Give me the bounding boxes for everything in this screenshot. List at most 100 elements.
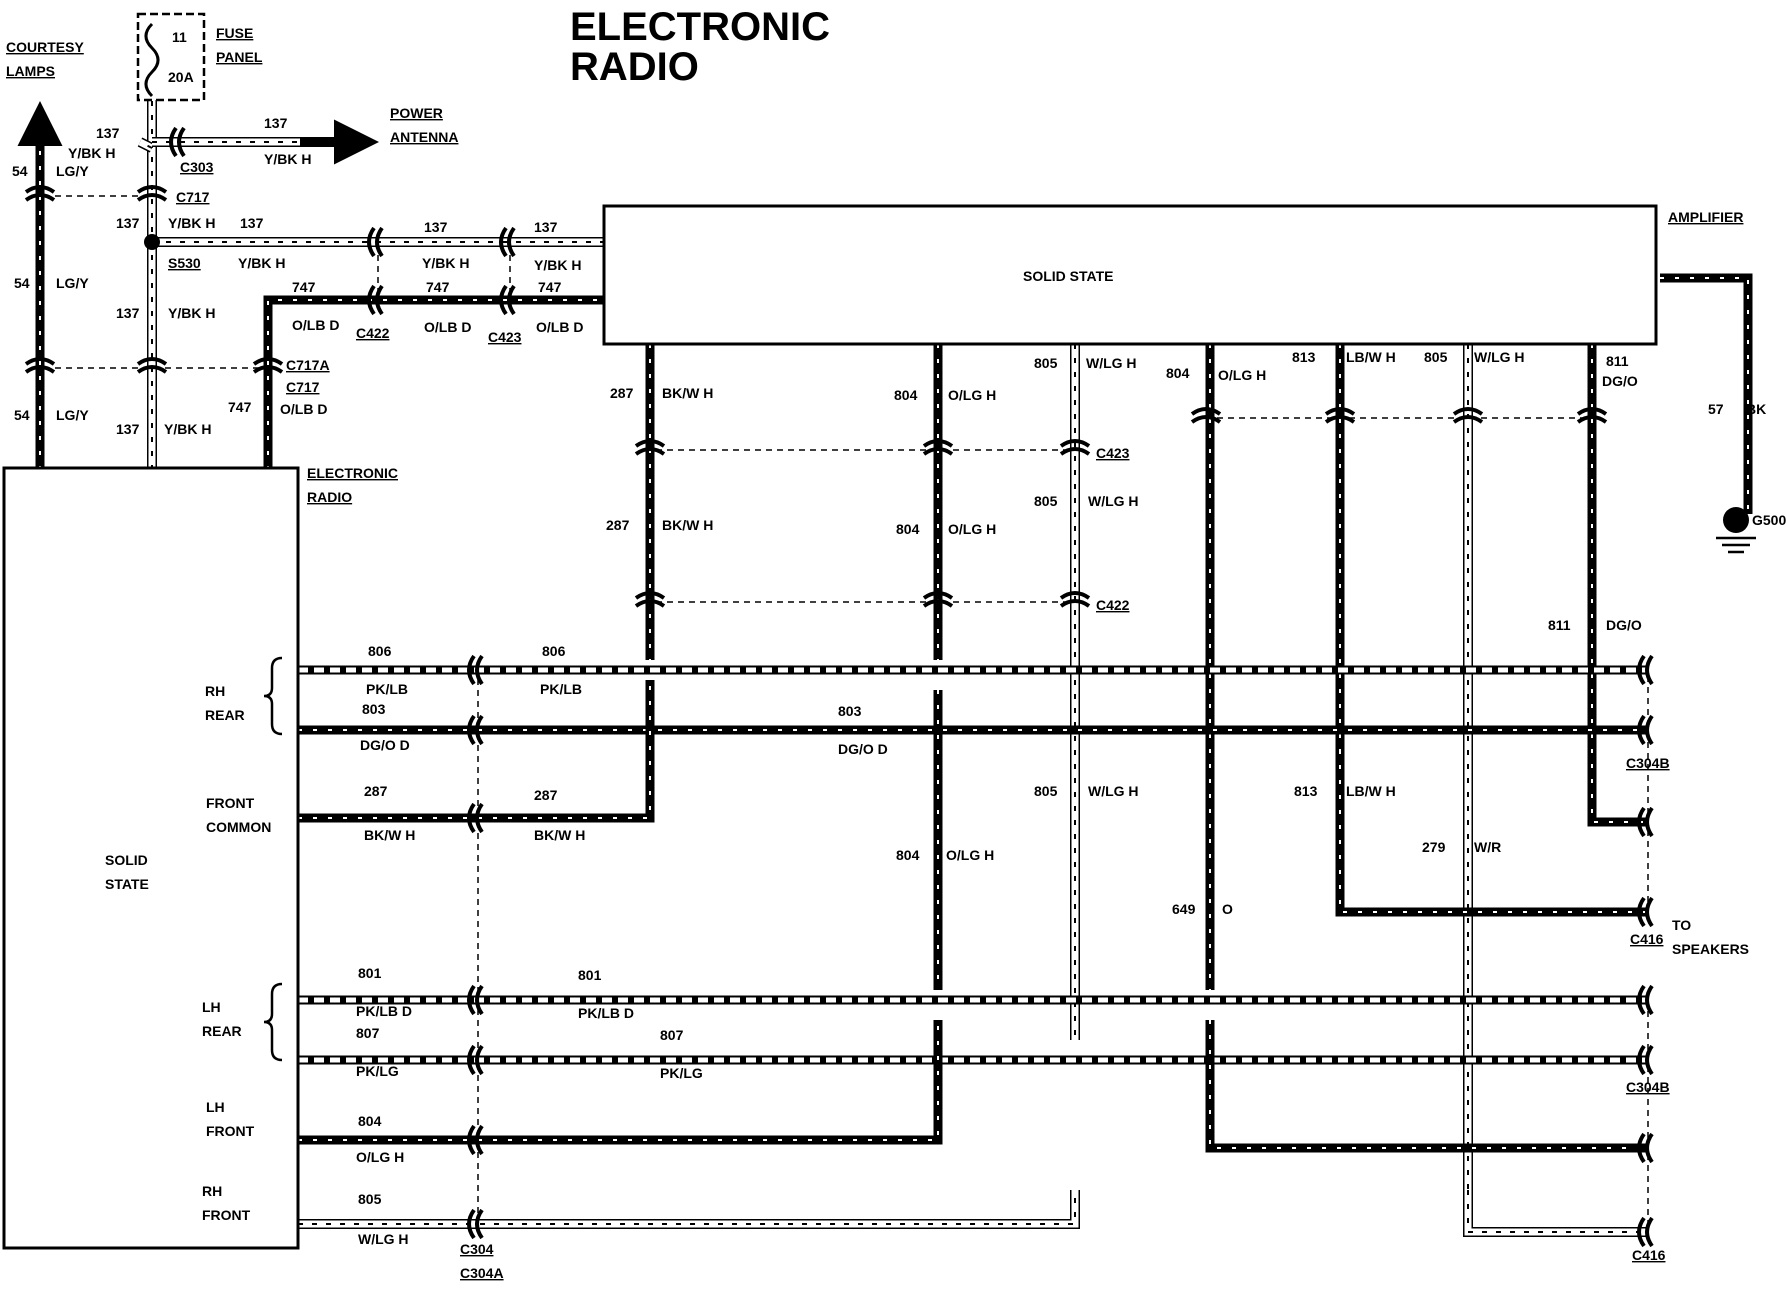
rh-front-label-2: FRONT (202, 1207, 251, 1223)
wire-number: 805 (1034, 493, 1058, 509)
connector-symbol-icon (467, 654, 484, 686)
connector-symbol-icon (1637, 1132, 1654, 1164)
wires-layer (17, 100, 1753, 1248)
connector-symbol-icon (1324, 407, 1356, 424)
wire (298, 1190, 1079, 1228)
wire-color: PK/LB D (356, 1003, 412, 1019)
wire-number: 806 (368, 643, 392, 659)
amplifier-box (602, 204, 1658, 346)
connector-dash-lines (44, 195, 1649, 1232)
front-common-label-1: FRONT (206, 795, 255, 811)
wire-number: 287 (606, 517, 630, 533)
wire-number: 137 (116, 305, 140, 321)
connector-c717: C717 (176, 189, 210, 205)
wire-number: 137 (534, 219, 558, 235)
rh-front-label-1: RH (202, 1183, 222, 1199)
antenna-caption-1: POWER (390, 105, 443, 121)
connector-symbol-icon (367, 284, 384, 316)
connector-c304a: C304A (460, 1265, 504, 1281)
connector-c422-right: C422 (1096, 597, 1130, 613)
wire-stripe (298, 1190, 1076, 1225)
wire-number: 54 (14, 407, 30, 423)
connector-symbol-icon (1637, 806, 1654, 838)
connector-symbol-icon (169, 126, 186, 158)
connector-symbol-icon (634, 439, 666, 456)
wire-number: 811 (1606, 353, 1629, 369)
wire-number: 137 (116, 421, 140, 437)
radio-box-label-2: STATE (105, 876, 149, 892)
wire-color: LB/W H (1346, 349, 1396, 365)
connector-symbol-icon (1637, 896, 1654, 928)
electronic-radio-box (2, 466, 300, 1250)
amp-caption: AMPLIFIER (1668, 209, 1743, 225)
wire-color: BK/W H (662, 517, 713, 533)
wire-labels: 137 Y/BK H 137 Y/BK H 54 LG/Y 137 Y/BK H… (12, 115, 1766, 1247)
connector-symbol-icon (1059, 591, 1091, 608)
wire-color: BK/W H (364, 827, 415, 843)
connector-symbol-icon (922, 439, 954, 456)
wire-color: BK (1746, 401, 1766, 417)
connector-symbol-icon (467, 1208, 484, 1240)
wire-color: O (1222, 901, 1233, 917)
lh-rear-label-1: LH (202, 999, 221, 1015)
wire-color: PK/LG (660, 1065, 703, 1081)
connector-c717a: C717A (286, 357, 330, 373)
wire-number: 801 (358, 965, 382, 981)
connector-symbol-icon (252, 357, 284, 374)
wire-number: 747 (426, 279, 450, 295)
wire (298, 680, 655, 823)
wire-color: O/LG H (356, 1149, 404, 1165)
wire-color: Y/BK H (164, 421, 211, 437)
wire-number: 803 (838, 703, 862, 719)
connector-symbol-icon (467, 1124, 484, 1156)
wire-color: BK/W H (662, 385, 713, 401)
wire-number: 806 (542, 643, 566, 659)
connector-c423-top: C423 (488, 329, 522, 345)
wire-color: PK/LB (366, 681, 408, 697)
connector-c304b-bottom: C304B (1626, 1079, 1670, 1095)
wire-number: 805 (1034, 783, 1058, 799)
connector-symbol-icon (1637, 1216, 1654, 1248)
wire-number: 804 (1166, 365, 1190, 381)
wire-color: PK/LB D (578, 1005, 634, 1021)
fuse-caption-2: PANEL (216, 49, 263, 65)
wire-number: 804 (894, 387, 918, 403)
connector-symbol-icon (1452, 407, 1484, 424)
connector-symbol-icon (136, 357, 168, 374)
wire-color: LG/Y (56, 163, 89, 179)
connector-symbol-icon (1576, 407, 1608, 424)
wire-color: W/LG H (358, 1231, 409, 1247)
title-line-1: ELECTRONIC (570, 5, 830, 49)
wire-number: 813 (1292, 349, 1316, 365)
wire-color: Y/BK H (422, 255, 469, 271)
wire-number: 747 (228, 399, 252, 415)
wire-number: 137 (424, 219, 448, 235)
splice-dot-icon (144, 234, 160, 250)
wire-outline (1463, 1190, 1648, 1237)
wire-color: LB/W H (1346, 783, 1396, 799)
amp-box-label: SOLID STATE (1023, 268, 1113, 284)
connector-c304: C304 (460, 1241, 494, 1257)
ground-icon (1716, 507, 1756, 554)
wire-number: 804 (896, 847, 920, 863)
wire-color: DG/O D (360, 737, 410, 753)
connector-c416-bottom: C416 (1632, 1247, 1666, 1263)
wire-number: 805 (1034, 355, 1058, 371)
wire-color: O/LG H (948, 521, 996, 537)
wire-color: O/LB D (424, 319, 471, 335)
connector-symbol-icon (922, 591, 954, 608)
wire-stripe (1660, 277, 1749, 514)
fuse-caption-1: FUSE (216, 25, 253, 41)
wire-number: 807 (660, 1027, 684, 1043)
wire-stripe (267, 299, 604, 470)
radio-caption-2: RADIO (307, 489, 352, 505)
wire-number: 57 (1708, 401, 1724, 417)
wire (1464, 1190, 1648, 1236)
wire-number: 137 (264, 115, 288, 131)
wire-color: O/LB D (280, 401, 327, 417)
connector-symbol-icon (499, 226, 516, 258)
wire-color: LG/Y (56, 275, 89, 291)
wire-color: Y/BK H (534, 257, 581, 273)
wire-number: 54 (12, 163, 28, 179)
wire-number: 813 (1294, 783, 1318, 799)
